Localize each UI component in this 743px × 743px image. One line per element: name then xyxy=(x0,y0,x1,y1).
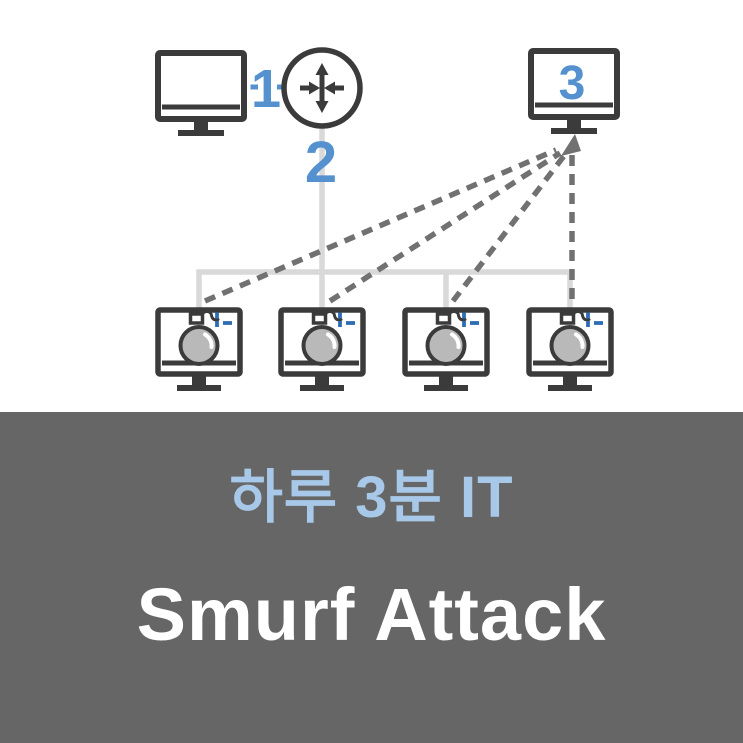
infected-host-4-icon xyxy=(529,310,611,391)
step-label-2: 2 xyxy=(305,130,337,195)
attacker-monitor-icon xyxy=(158,53,244,136)
series-subtitle: 하루 3분 IT xyxy=(229,465,514,530)
icmp-reply-lines xyxy=(203,147,575,304)
infected-host-3-icon xyxy=(405,310,487,391)
infected-host-1-icon xyxy=(158,310,240,391)
reply-arrowhead-icon xyxy=(561,134,581,156)
page-title: Smurf Attack xyxy=(136,573,607,656)
step-label-1: 1 xyxy=(251,59,281,119)
network-diagram: 1 2 3 xyxy=(0,47,743,412)
smurf-attack-diagram: 1 2 3 xyxy=(0,47,743,412)
step-label-3: 3 xyxy=(559,57,586,110)
router-icon xyxy=(281,47,363,129)
title-card: 하루 3분 IT Smurf Attack xyxy=(0,412,743,743)
infected-host-2-icon xyxy=(281,310,363,391)
